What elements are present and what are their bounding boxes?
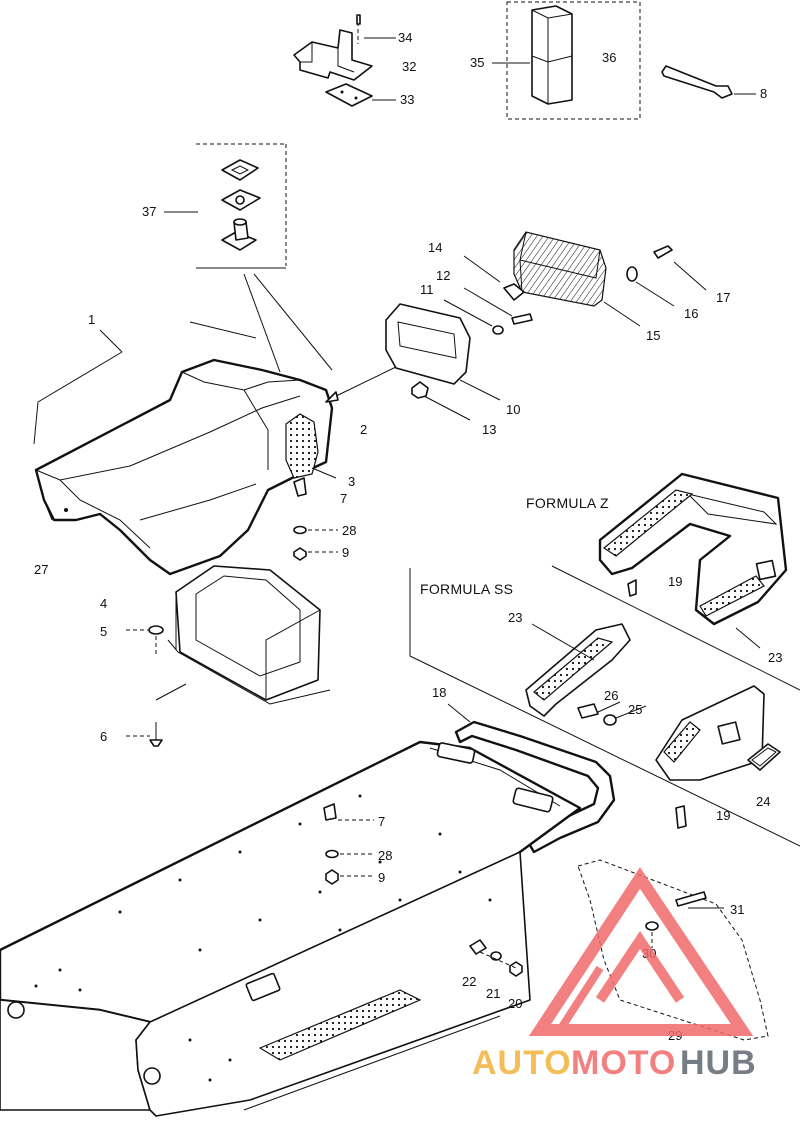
callout-23a: 23 <box>508 610 522 625</box>
callout-32: 32 <box>402 59 416 74</box>
tail-light-assembly <box>385 231 707 421</box>
callout-2: 2 <box>360 422 367 437</box>
callout-26: 26 <box>604 688 618 703</box>
callout-35: 35 <box>470 55 484 70</box>
callout-14: 14 <box>428 240 442 255</box>
callout-17: 17 <box>716 290 730 305</box>
callout-19a: 19 <box>668 574 682 589</box>
seat-assembly <box>33 321 399 576</box>
wrench-part <box>661 65 756 99</box>
storage-bin <box>126 565 331 747</box>
watermark-auto: AUTO <box>472 1044 572 1082</box>
callout-20: 20 <box>508 996 522 1011</box>
watermark-logo: AUTO MOTO HUB <box>472 867 757 1082</box>
callout-16: 16 <box>684 306 698 321</box>
callout-27: 27 <box>34 562 48 577</box>
rivet-holes <box>34 794 492 1082</box>
tunnel-chassis <box>0 740 582 1117</box>
rear-flap <box>577 859 769 1041</box>
seat-fasteners <box>293 467 338 561</box>
callout-7a: 7 <box>340 491 347 506</box>
callout-9b: 9 <box>378 870 385 885</box>
callout-21: 21 <box>486 986 500 1001</box>
callout-25: 25 <box>628 702 642 717</box>
watermark-hub: HUB <box>680 1044 757 1082</box>
callout-37: 37 <box>142 204 156 219</box>
bracket-assembly <box>293 14 396 107</box>
callout-22: 22 <box>462 974 476 989</box>
dashed-box-35-36 <box>492 1 641 120</box>
callout-15: 15 <box>646 328 660 343</box>
formula-z-label: FORMULA Z <box>526 495 609 511</box>
callout-31: 31 <box>730 902 744 917</box>
callout-28b: 28 <box>378 848 392 863</box>
formula-ss-parts <box>525 623 781 829</box>
flap-fasteners <box>469 939 523 977</box>
callout-6: 6 <box>100 729 107 744</box>
formula-ss-frame <box>409 565 800 847</box>
callout-3: 3 <box>348 474 355 489</box>
callout-34: 34 <box>398 30 412 45</box>
callout-12: 12 <box>436 268 450 283</box>
callout-7b: 7 <box>378 814 385 829</box>
callout-36: 36 <box>602 50 616 65</box>
grommet-stack <box>164 143 333 373</box>
callout-18: 18 <box>432 685 446 700</box>
callout-9a: 9 <box>342 545 349 560</box>
callout-8: 8 <box>760 86 767 101</box>
callout-24: 24 <box>756 794 770 809</box>
callout-13: 13 <box>482 422 496 437</box>
callout-19b: 19 <box>716 808 730 823</box>
callout-33: 33 <box>400 92 414 107</box>
watermark-moto: MOTO <box>571 1044 676 1082</box>
triangle-logo-icon <box>528 867 754 1036</box>
formula-ss-label: FORMULA SS <box>420 581 513 597</box>
callout-10: 10 <box>506 402 520 417</box>
callout-4: 4 <box>100 596 107 611</box>
grab-bar <box>447 703 616 854</box>
callout-28a: 28 <box>342 523 356 538</box>
callout-11: 11 <box>420 282 434 297</box>
callout-23b: 23 <box>768 650 782 665</box>
callout-5: 5 <box>100 624 107 639</box>
formula-z-handle <box>598 472 788 626</box>
callout-1: 1 <box>88 312 95 327</box>
